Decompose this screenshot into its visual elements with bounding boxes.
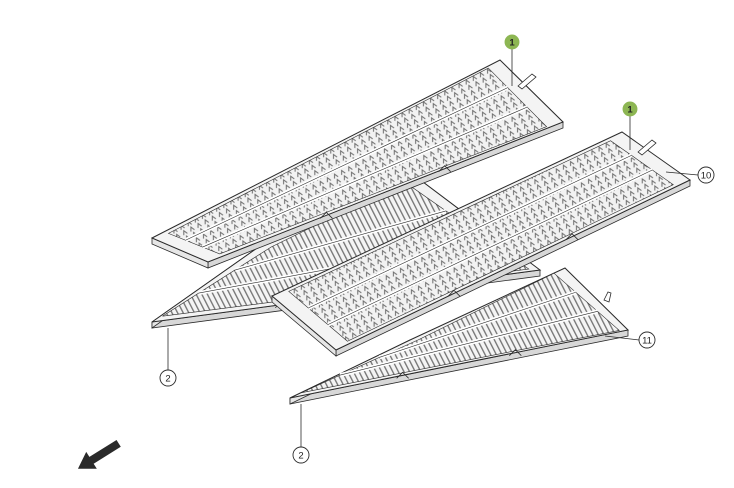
bracket-tab	[637, 139, 657, 156]
callout-label: 1	[627, 105, 633, 116]
callout-label: 1	[509, 38, 515, 49]
callout-bubble	[638, 331, 656, 349]
panel-rib-edge	[340, 311, 598, 376]
panel-notch	[509, 349, 522, 356]
panel-notch	[565, 233, 579, 240]
panel-notch	[396, 371, 409, 379]
upper-sieve-left	[150, 59, 564, 269]
callout-bubble	[504, 34, 520, 50]
panel-rib-edge	[202, 106, 528, 248]
panel-rib-edge	[234, 210, 447, 271]
callout-1-upper-left: 1	[504, 34, 520, 50]
panel-notch	[320, 211, 333, 219]
callout-11: 11	[638, 331, 656, 349]
callout-bubble	[292, 446, 310, 464]
panel-rib-edge	[185, 87, 508, 241]
panel-rib-edge	[308, 155, 632, 309]
bracket-tab	[517, 73, 537, 90]
callout-2-lower-right: 2	[292, 446, 310, 464]
callout-bubble	[697, 166, 715, 184]
callout-label: 11	[642, 336, 652, 347]
lower-sieve-right	[289, 267, 630, 405]
panel-notch	[447, 289, 461, 297]
callout-label: 2	[165, 374, 170, 385]
callout-10: 10	[697, 166, 715, 184]
callout-2-lower-left: 2	[159, 369, 177, 387]
upper-sieve-right	[271, 131, 691, 357]
leader-line	[665, 171, 699, 176]
callout-leaders	[167, 49, 699, 447]
sieve-panels	[150, 59, 691, 405]
panel-rib-edge	[327, 169, 653, 325]
callout-1-upper-right: 1	[622, 101, 638, 117]
callout-label: 10	[701, 171, 712, 182]
bracket-tab	[603, 291, 612, 303]
callout-label: 2	[298, 451, 303, 462]
callout-bubble	[622, 101, 638, 117]
panel-rib-edge	[379, 291, 576, 358]
callout-bubble	[159, 369, 177, 387]
panel-notch	[438, 165, 451, 172]
arrow-down-left-icon	[77, 439, 121, 469]
leader-line	[604, 335, 640, 341]
